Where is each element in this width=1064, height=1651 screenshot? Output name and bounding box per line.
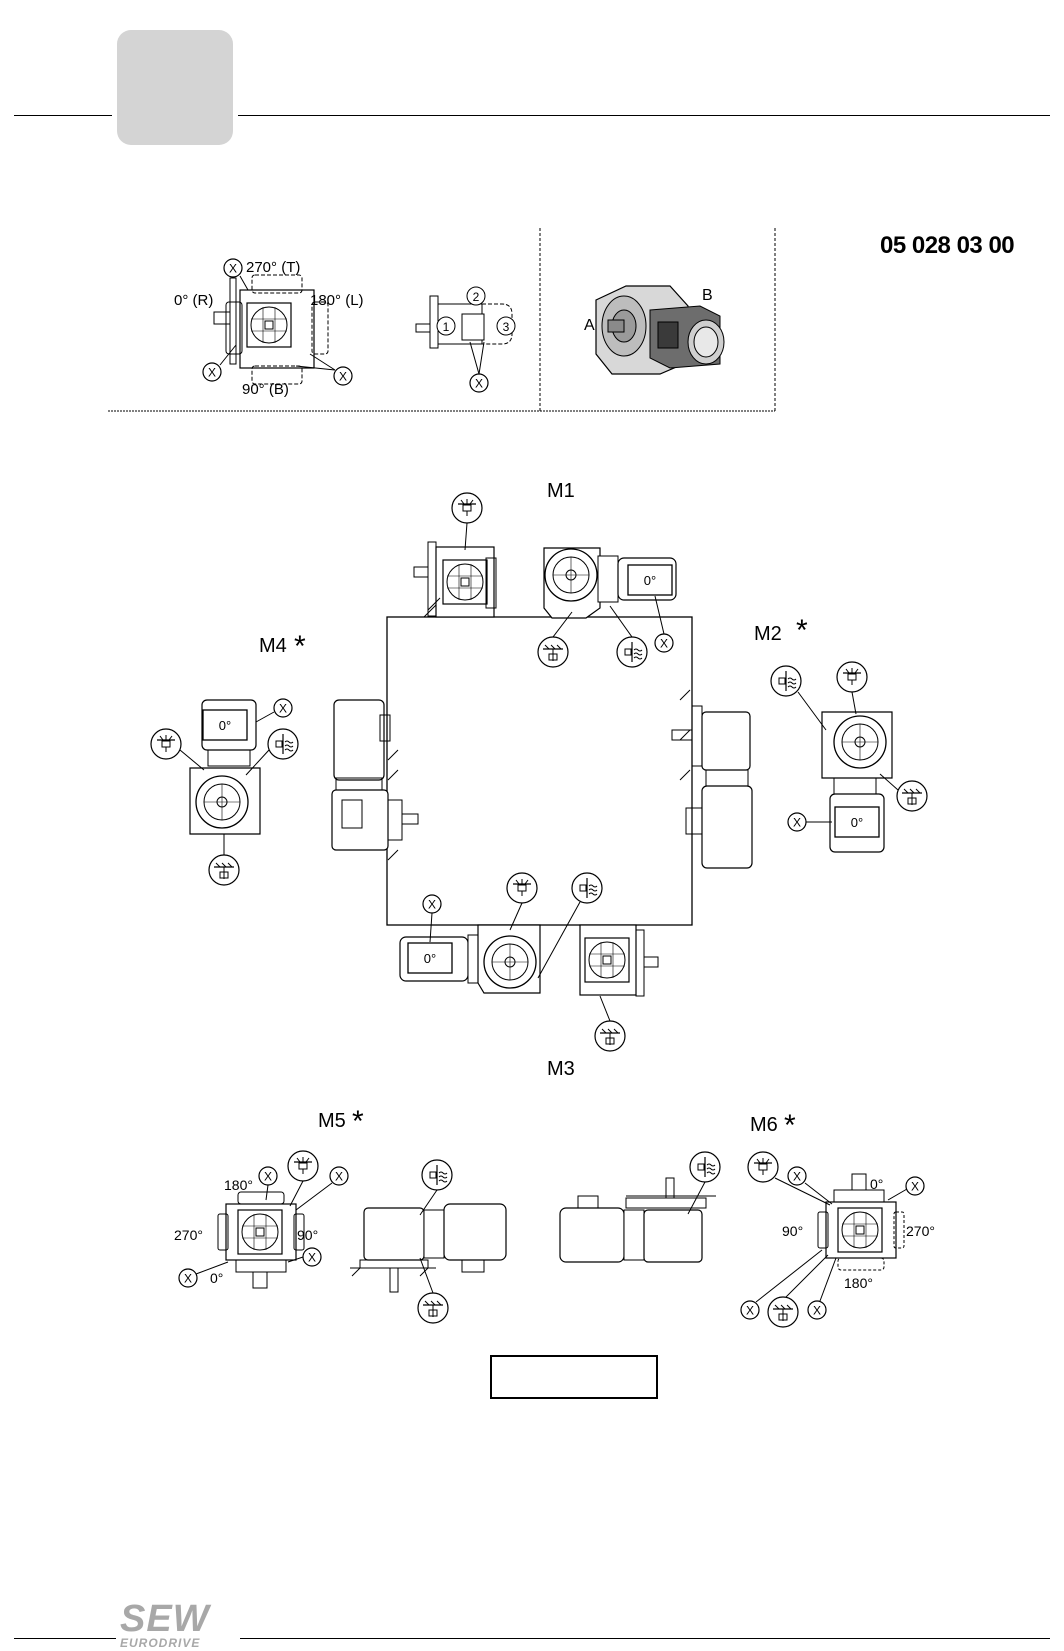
m6-angle-90: 90° xyxy=(782,1223,803,1239)
m5-angle-270: 270° xyxy=(174,1227,203,1243)
chapter-tab xyxy=(117,30,233,145)
m2-side-view xyxy=(671,689,753,869)
side-1-label: 1 xyxy=(443,320,450,334)
m3-front-view xyxy=(399,872,603,994)
m6-side-view xyxy=(559,1151,721,1263)
mounting-base-block xyxy=(386,616,693,926)
m5-angle-90: 90° xyxy=(297,1227,318,1243)
m5-angle-180: 180° xyxy=(224,1177,253,1193)
cable-entry-legend: 1 2 3 xyxy=(415,286,516,393)
position-m4-label: M4 xyxy=(259,635,287,657)
m6-asterisk: * xyxy=(784,1109,796,1142)
header-rule-right xyxy=(238,115,1050,116)
m6-angle-180: 180° xyxy=(844,1275,873,1291)
position-m2-label: M2 xyxy=(754,623,782,645)
side-3-label: 3 xyxy=(503,320,510,334)
m4-asterisk: * xyxy=(294,630,306,663)
terminal-box-position-legend: 270° (T) 0° (R) 180° (L) 90° (B) xyxy=(174,258,364,398)
m5-angle-0: 0° xyxy=(210,1270,223,1286)
m4-side-view xyxy=(331,699,419,861)
document-code: 05 028 03 00 xyxy=(880,232,1015,259)
angle-left-label: 0° (R) xyxy=(174,292,213,309)
sew-eurodrive-logo: SEW EURODRIVE xyxy=(120,1600,240,1651)
logo-sub-text: EURODRIVE xyxy=(120,1636,201,1650)
angle-right-label: 180° (L) xyxy=(310,292,364,309)
logo-main-text: SEW xyxy=(120,1598,210,1640)
label-b: B xyxy=(702,287,713,304)
footer-rule-left xyxy=(14,1638,116,1639)
m3-end-view xyxy=(579,924,660,1052)
m5-end-view: 180° 270° 90° 0° xyxy=(174,1150,349,1289)
shaft-position-legend: A B xyxy=(584,285,725,375)
header-rule-left xyxy=(14,115,112,116)
m6-angle-0: 0° xyxy=(870,1176,883,1192)
m1-front-view xyxy=(537,547,677,668)
m6-end-view: 0° 90° 270° 180° xyxy=(740,1151,935,1328)
m6-angle-270: 270° xyxy=(906,1223,935,1239)
m5-asterisk: * xyxy=(352,1105,364,1138)
m2-front-view xyxy=(770,661,928,853)
position-m6-label: M6 xyxy=(750,1114,778,1136)
position-m3-label: M3 xyxy=(547,1058,575,1080)
empty-label-box xyxy=(490,1355,658,1399)
position-m5-label: M5 xyxy=(318,1110,346,1132)
side-2-label: 2 xyxy=(473,290,480,304)
angle-bottom-label: 90° (B) xyxy=(242,381,289,398)
footer-rule-right xyxy=(240,1638,1050,1639)
m4-front-view xyxy=(150,698,299,886)
m1-end-view xyxy=(413,492,497,618)
m2-asterisk: * xyxy=(796,614,808,647)
m5-side-view xyxy=(350,1159,507,1324)
angle-top-label: 270° (T) xyxy=(246,259,300,276)
position-m1-label: M1 xyxy=(547,480,575,502)
label-a: A xyxy=(584,317,595,334)
